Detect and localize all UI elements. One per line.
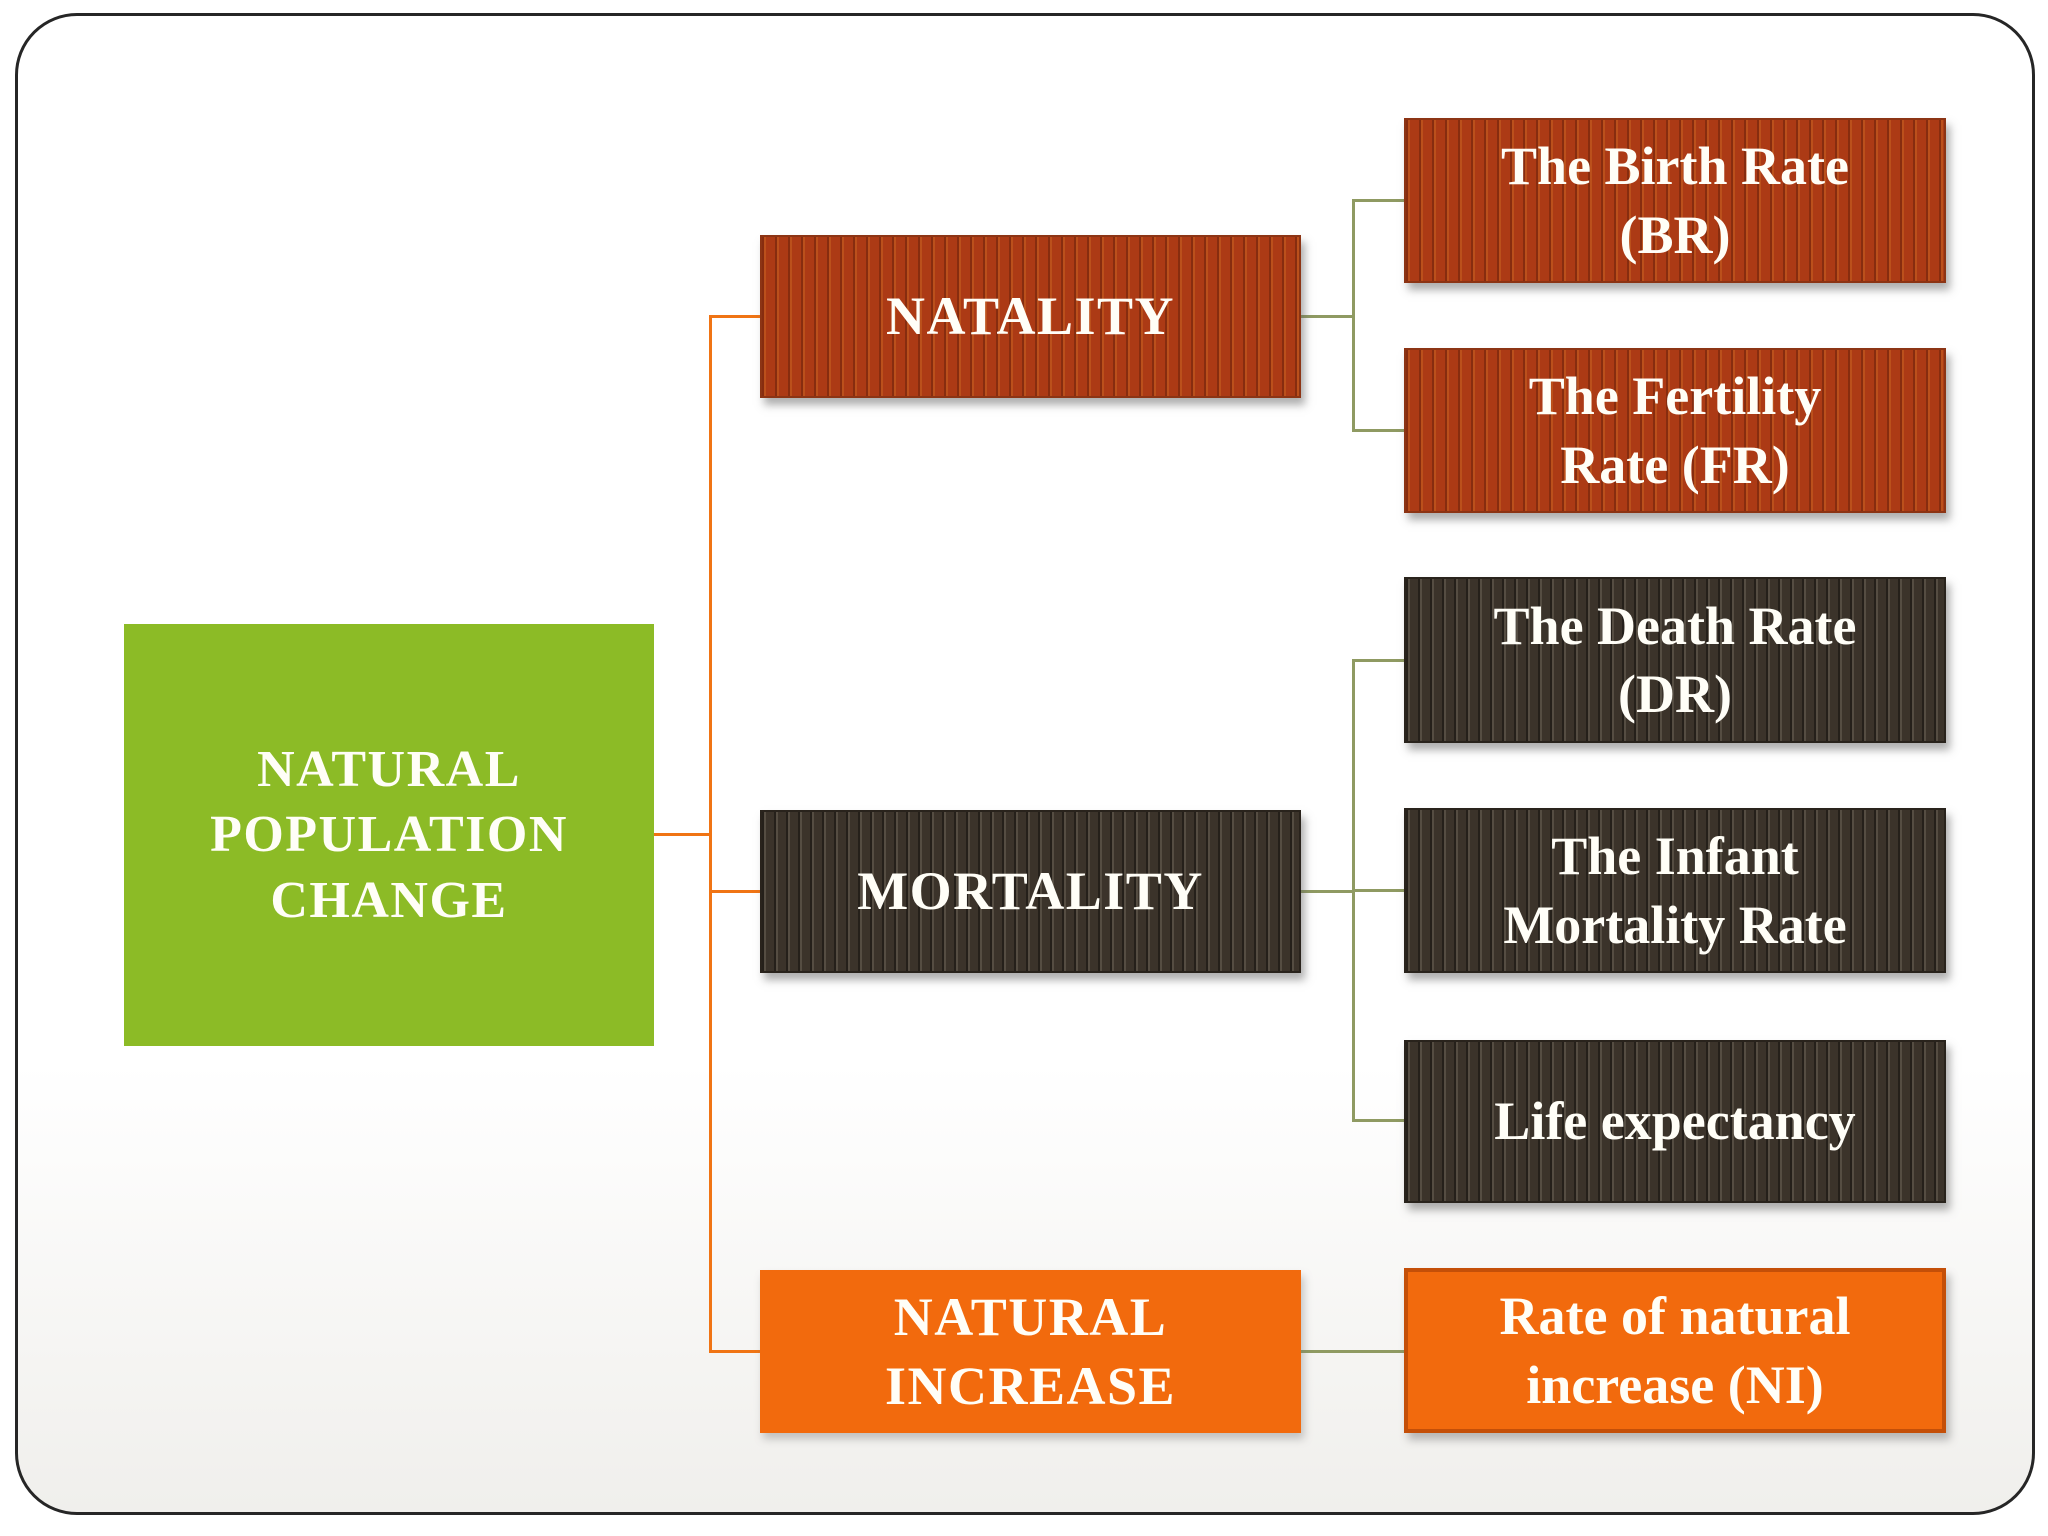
connector-natality-out	[1301, 315, 1354, 318]
node-fertility-rate: The Fertility Rate (FR)	[1404, 348, 1946, 513]
node-label: NATURAL INCREASE	[884, 1287, 1177, 1416]
node-natural-increase: NATURAL INCREASE	[760, 1270, 1301, 1433]
node-label: NATALITY	[885, 286, 1176, 347]
node-label: The Fertility Rate (FR)	[1528, 366, 1822, 495]
node-life-expectancy: Life expectancy	[1404, 1040, 1946, 1203]
connector-life-expectancy-in	[1352, 1119, 1404, 1122]
node-label: The Death Rate (DR)	[1493, 595, 1857, 724]
connector-mortality-branch	[709, 890, 762, 893]
connector-increase-out	[1301, 1350, 1404, 1353]
connector-birth-rate-in	[1352, 199, 1404, 202]
node-mortality: MORTALITY	[760, 810, 1301, 973]
connector-mortality-out	[1301, 890, 1354, 893]
node-label: NATURAL POPULATION CHANGE	[210, 740, 568, 929]
connector-root-trunk	[709, 315, 712, 1353]
node-birth-rate: The Birth Rate (BR)	[1404, 118, 1946, 283]
node-natural-population-change: NATURAL POPULATION CHANGE	[124, 624, 654, 1046]
node-label: The Infant Mortality Rate	[1503, 826, 1847, 955]
node-infant-mortality-rate: The Infant Mortality Rate	[1404, 808, 1946, 973]
node-death-rate: The Death Rate (DR)	[1404, 577, 1946, 743]
node-label: The Birth Rate (BR)	[1501, 136, 1849, 265]
connector-infant-mortality-in	[1352, 889, 1404, 892]
connector-root-stub	[654, 833, 712, 836]
node-label: Rate of natural increase (NI)	[1499, 1286, 1851, 1415]
connector-death-rate-in	[1352, 659, 1404, 662]
node-label: MORTALITY	[857, 861, 1204, 922]
connector-increase-branch	[709, 1350, 762, 1353]
connector-natality-branch	[709, 315, 762, 318]
connector-natality-vertical	[1352, 199, 1355, 432]
node-label: Life expectancy	[1494, 1091, 1856, 1152]
node-rate-of-natural-increase: Rate of natural increase (NI)	[1404, 1268, 1946, 1433]
connector-fertility-rate-in	[1352, 429, 1404, 432]
node-natality: NATALITY	[760, 235, 1301, 398]
